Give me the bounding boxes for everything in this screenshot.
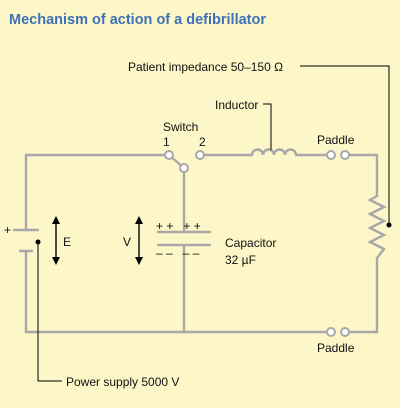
voltage-v-arrow <box>135 216 143 265</box>
switch-contact-2 <box>195 150 205 160</box>
capacitor-minus-signs: – – – – <box>156 246 200 260</box>
voltage-e-arrow <box>52 216 60 265</box>
voltage-v-label: V <box>123 235 132 249</box>
switch-position-2-label: 2 <box>199 135 206 149</box>
wire-left-bottom <box>24 249 329 334</box>
paddle-top-left <box>326 150 336 160</box>
switch-label: Switch <box>163 120 199 134</box>
paddle-top-label: Paddle <box>317 133 355 147</box>
paddle-bottom-right <box>340 327 350 337</box>
paddle-bottom-label: Paddle <box>317 341 355 355</box>
voltage-e-label: E <box>63 235 72 249</box>
capacitor-label: Capacitor <box>225 236 277 250</box>
inductor-coil <box>250 148 298 157</box>
leader-dot-power <box>35 239 41 245</box>
patient-impedance-label: Patient impedance 50–150 Ω <box>128 60 284 74</box>
diagram-title: Mechanism of action of a defibrillator <box>9 12 267 28</box>
leader-patient-impedance <box>300 65 390 225</box>
wire-left-top <box>24 153 167 232</box>
leader-dot-patient <box>386 222 392 228</box>
inductor-label: Inductor <box>215 98 259 112</box>
wire-bottom-right <box>347 256 379 334</box>
switch-pivot <box>179 163 189 173</box>
leader-power-supply <box>37 242 62 382</box>
wire-right-top <box>347 153 379 198</box>
switch-contact-1 <box>164 150 174 160</box>
paddle-bottom-left <box>326 327 336 337</box>
paddle-top-right <box>340 150 350 160</box>
capacitor-plus-signs: + + + + <box>156 219 201 233</box>
patient-resistor <box>367 194 387 260</box>
battery-plus-label: + <box>4 223 12 237</box>
capacitance-label: 32 µF <box>225 253 256 267</box>
switch-position-1-label: 1 <box>163 135 170 149</box>
leader-inductor <box>263 103 272 150</box>
power-supply-label: Power supply 5000 V <box>66 375 180 389</box>
